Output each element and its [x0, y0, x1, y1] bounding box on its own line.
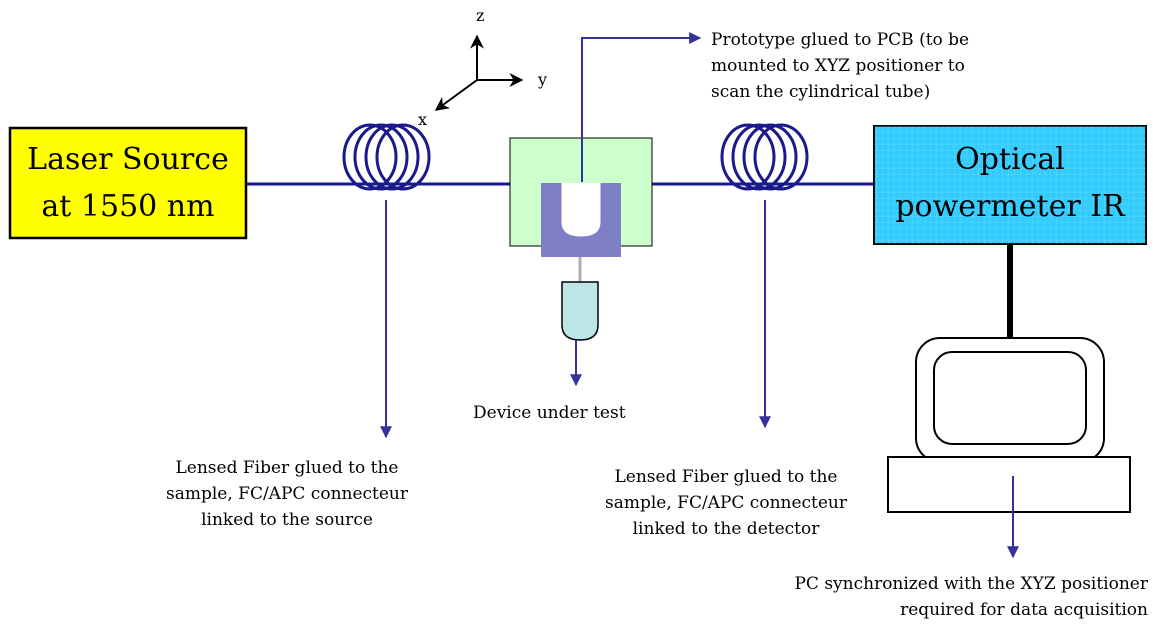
prototype-label-line3: scan the cylindrical tube)	[711, 82, 931, 102]
powermeter-title: Optical powermeter IR	[874, 136, 1146, 230]
laser-source-title: Laser Source at 1550 nm	[10, 136, 246, 230]
axis-y-label: y	[538, 70, 548, 89]
prototype-label-line1: Prototype glued to PCB (to be	[711, 30, 970, 50]
laser-source-line2: at 1550 nm	[41, 189, 215, 224]
axis-x-label: x	[418, 110, 428, 129]
fiber-detector-label: Lensed Fiber glued to the sample, FC/APC…	[570, 464, 882, 542]
fiber-detector-line2: sample, FC/APC connecteur	[604, 493, 848, 513]
prototype-label: Prototype glued to PCB (to be mounted to…	[711, 27, 969, 105]
pc-label-line2: required for data acquisition	[900, 600, 1148, 620]
xyz-axes	[434, 34, 524, 111]
axis-z-label: z	[476, 6, 485, 25]
powermeter-line2: powermeter IR	[895, 189, 1125, 224]
fiber-source-line1: Lensed Fiber glued to the	[175, 458, 399, 478]
device-under-test-label: Device under test	[473, 403, 626, 423]
fiber-detector-line3: linked to the detector	[632, 519, 820, 539]
laser-source-box	[8, 126, 248, 240]
fiber-coil-left	[342, 123, 431, 191]
pc-label: PC synchronized with the XYZ positioner …	[684, 571, 1148, 623]
fiber-source-line3: linked to the source	[201, 510, 373, 530]
prototype-label-line2: mounted to XYZ positioner to	[711, 56, 965, 76]
fiber-coil-right	[720, 123, 809, 191]
powermeter-line1: Optical	[955, 142, 1065, 177]
fiber-detector-line1: Lensed Fiber glued to the	[614, 467, 838, 487]
pc-label-line1: PC synchronized with the XYZ positioner	[794, 574, 1148, 594]
pc-monitor	[915, 337, 1105, 463]
laser-source-line1: Laser Source	[27, 142, 229, 177]
fiber-source-label: Lensed Fiber glued to the sample, FC/APC…	[136, 455, 438, 533]
pc-base	[887, 456, 1131, 513]
test-tube	[561, 281, 599, 341]
u-device	[541, 183, 621, 257]
fiber-source-line2: sample, FC/APC connecteur	[165, 484, 409, 504]
prototype-arrow	[581, 32, 702, 182]
